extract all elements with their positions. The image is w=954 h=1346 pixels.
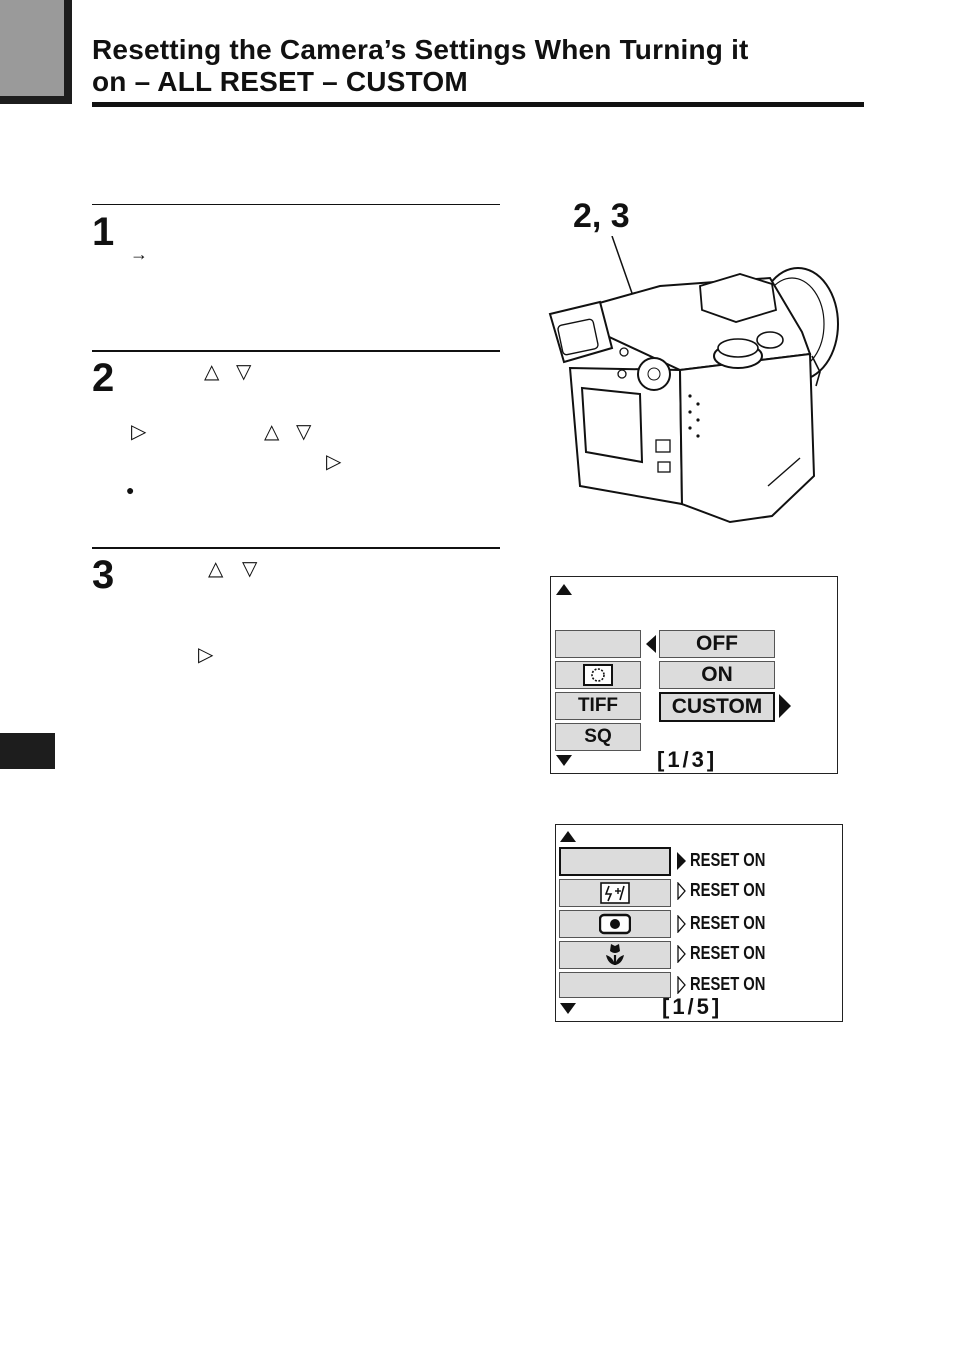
- row-arrow-icon: [677, 852, 686, 870]
- option-on[interactable]: ON: [659, 661, 775, 689]
- row-arrow-icon: [677, 945, 686, 963]
- reset-value-1: RESET ON: [690, 850, 766, 870]
- step-2-number: 2: [92, 356, 115, 400]
- custom-item-1[interactable]: [559, 847, 671, 876]
- option-off[interactable]: OFF: [659, 630, 775, 658]
- step-3-number: 3: [92, 553, 115, 597]
- up-arrow-icon: △: [264, 421, 280, 443]
- reset-value-4: RESET ON: [690, 943, 766, 963]
- row-arrow-icon: [677, 915, 686, 933]
- reset-value-2: RESET ON: [690, 880, 766, 900]
- camera-illustration: [548, 236, 839, 524]
- step-2-rule: [92, 350, 500, 352]
- page-indicator: [1/3]: [657, 747, 718, 772]
- bullet-icon: ●: [126, 482, 135, 498]
- right-arrow-icon: ▷: [131, 421, 147, 443]
- page-title: Resetting the Camera’s Settings When Tur…: [92, 34, 872, 98]
- up-arrow-icon: △: [204, 361, 220, 383]
- custom-right-arrow-icon: [779, 694, 791, 718]
- camera-callout-label: 2, 3: [573, 197, 630, 235]
- title-rule: [92, 102, 864, 107]
- lcd-menu-reset: TIFF SQ OFF ON CUSTOM [1/3]: [550, 576, 838, 774]
- shutter-button: [756, 331, 784, 349]
- custom-item-macro[interactable]: [559, 941, 671, 969]
- menu-item-record-mode[interactable]: TIFF: [555, 692, 641, 720]
- up-arrow-icon: △: [208, 558, 224, 580]
- row-arrow-icon: [677, 976, 686, 994]
- step-3-rule: [92, 547, 500, 549]
- option-custom[interactable]: CUSTOM: [659, 692, 775, 722]
- scroll-down-icon: [556, 755, 572, 766]
- macro-tulip-icon: [606, 944, 624, 965]
- down-arrow-icon: ▽: [236, 361, 252, 383]
- step-1-number: 1: [92, 210, 115, 254]
- spot-metering-icon: [599, 913, 631, 935]
- page-title-line2: on – ALL RESET – CUSTOM: [92, 66, 468, 97]
- down-arrow-icon: ▽: [242, 558, 258, 580]
- right-arrow-icon: ▷: [326, 451, 342, 473]
- lcd-menu-custom-reset: RESET ON RESET ON RESET ON RESET ON RESE…: [555, 824, 843, 1022]
- down-arrow-icon: ▽: [296, 421, 312, 443]
- page-corner-tab-fill: [0, 0, 64, 96]
- menu-item-quality[interactable]: SQ: [555, 723, 641, 751]
- menu-item-reset[interactable]: [555, 630, 641, 658]
- scroll-up-icon: [560, 831, 576, 842]
- selection-left-arrow-icon: [646, 635, 656, 653]
- custom-item-flash[interactable]: [559, 879, 671, 907]
- camera-grip: [678, 352, 816, 524]
- page-indicator: [1/5]: [662, 994, 723, 1019]
- menu-item-metering[interactable]: [555, 661, 641, 689]
- lcd-screen: [580, 386, 644, 464]
- step-1-rule: [92, 204, 500, 205]
- flash-icon: [600, 882, 630, 904]
- custom-item-5[interactable]: [559, 972, 671, 998]
- flash-hump: [699, 273, 778, 323]
- custom-item-metering[interactable]: [559, 910, 671, 938]
- reset-value-5: RESET ON: [690, 974, 766, 994]
- chapter-side-tab: [0, 733, 55, 769]
- row-arrow-icon: [677, 882, 686, 900]
- arrow-right-icon: →: [130, 244, 148, 264]
- scroll-down-icon: [560, 1003, 576, 1014]
- scroll-up-icon: [556, 584, 572, 595]
- page-title-line1: Resetting the Camera’s Settings When Tur…: [92, 34, 749, 65]
- right-arrow-icon: ▷: [198, 644, 214, 666]
- reset-value-3: RESET ON: [690, 913, 766, 933]
- metering-icon: [583, 664, 613, 686]
